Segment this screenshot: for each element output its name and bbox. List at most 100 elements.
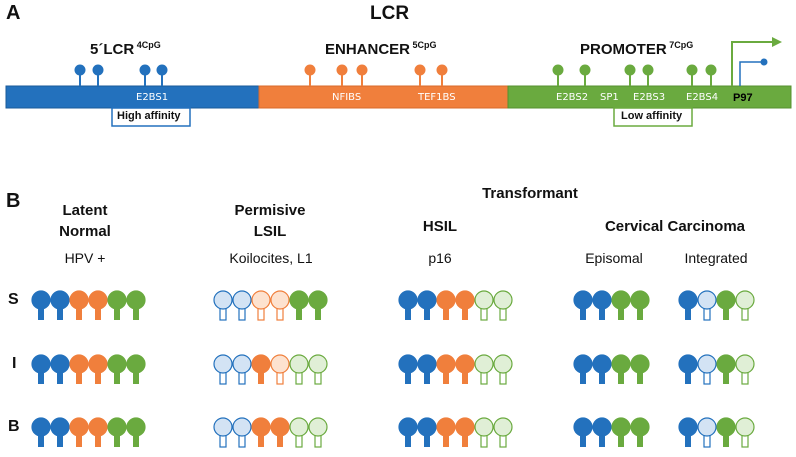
cpg-lollipop-methylated [88, 354, 108, 374]
cpg-lollipop-unmethylated [697, 290, 717, 310]
lsil-sub: Koilocites, L1 [229, 250, 313, 266]
enhancer-label: ENHANCER 5CpG [325, 40, 437, 58]
lollipop-stem [723, 427, 729, 447]
cpg-lollipop-methylated [69, 417, 89, 437]
lollipop-stem [315, 300, 321, 320]
site-nfibs: NFIBS [332, 92, 362, 103]
cpg-lollipop-unmethylated [735, 354, 755, 374]
transformant-header: Transformant [482, 185, 578, 202]
cpg-lollipop-methylated [611, 354, 631, 374]
cpg-lollipop-unmethylated [251, 290, 271, 310]
lollipop-stem [462, 300, 468, 320]
cpg-lollipop-methylated [611, 417, 631, 437]
cpg-lollipop-methylated [455, 290, 475, 310]
cpg-lollipop-unmethylated [493, 290, 513, 310]
lollipop-stem [580, 427, 586, 447]
lollipop-stem [296, 300, 302, 320]
lollipop-stem [38, 364, 44, 384]
cpg-lollipop-methylated [69, 290, 89, 310]
lollipop-stem [685, 364, 691, 384]
cpg-lollipop-methylated [251, 354, 271, 374]
lollipop-stem [685, 300, 691, 320]
lollipop-stem [405, 427, 411, 447]
cpg-lollipop-methylated [251, 417, 271, 437]
cpg-lollipop-methylated [398, 417, 418, 437]
row-label-b: B [8, 418, 20, 435]
cpg-lollipop-methylated [630, 290, 650, 310]
cpg-lollipop-unmethylated [289, 417, 309, 437]
site-e2bs4: E2BS4 [686, 92, 719, 103]
lollipop-stem [114, 364, 120, 384]
site-tef1bs: TEF1BS [418, 92, 456, 103]
latent-sub: HPV + [64, 250, 106, 266]
lollipop-stem [723, 300, 729, 320]
cpg-lollipop-methylated [107, 354, 127, 374]
cpg-lollipop-unmethylated [232, 354, 252, 374]
cpg-lollipop-methylated [678, 290, 698, 310]
lollipop-stem [258, 364, 264, 384]
methylation-lollipops [31, 290, 755, 448]
cpg-lollipop-methylated [31, 290, 51, 310]
lollipop-stem [76, 300, 82, 320]
lsil-title: Permisive LSIL [234, 202, 306, 240]
cpg-lollipop-methylated [88, 290, 108, 310]
cpg-lollipop-unmethylated [697, 417, 717, 437]
lollipop-stem [405, 364, 411, 384]
lollipop-stem [57, 364, 63, 384]
cpg-lollipop-methylated [678, 354, 698, 374]
lollipop-stem [580, 300, 586, 320]
cpg-lollipop-methylated [417, 354, 437, 374]
cpg-lollipop-methylated [436, 354, 456, 374]
cpg-sites-promoter [552, 64, 717, 86]
lollipop-stem [57, 427, 63, 447]
lollipop-stem [424, 364, 430, 384]
cpg-lollipop-methylated [417, 290, 437, 310]
cpg-lollipop-methylated [630, 354, 650, 374]
lollipop-stem [76, 364, 82, 384]
cpg-lollipop-methylated [398, 290, 418, 310]
cpg-lollipop-unmethylated [697, 354, 717, 374]
cpg-lollipop-methylated [592, 354, 612, 374]
cpg-lollipop-methylated [716, 290, 736, 310]
cpg-lollipop-unmethylated [213, 354, 233, 374]
lollipop-stem [38, 300, 44, 320]
hsil-sub: p16 [428, 250, 452, 266]
cpg-lollipop-methylated [417, 417, 437, 437]
cpg-lollipop-methylated [126, 417, 146, 437]
cpg-lollipop-unmethylated [213, 417, 233, 437]
hsil-title: HSIL [422, 218, 458, 235]
cpg-lollipop-unmethylated [735, 417, 755, 437]
cpg-lollipop-methylated [573, 417, 593, 437]
cpg-lollipop-methylated [50, 290, 70, 310]
lollipop-stem [599, 300, 605, 320]
lollipop-stem [599, 427, 605, 447]
panel-a-letter: A [6, 2, 21, 24]
lollipop-stem [114, 300, 120, 320]
cpg-lollipop-methylated [436, 290, 456, 310]
cpg-lollipop-methylated [31, 354, 51, 374]
panel-b-letter: B [6, 190, 21, 212]
lollipop-stem [685, 427, 691, 447]
cpg-lollipop-unmethylated [270, 354, 290, 374]
cpg-lollipop-methylated [50, 417, 70, 437]
lcr5-label: 5´LCR 4CpG [90, 40, 161, 58]
lcr-title: LCR [370, 3, 410, 24]
lollipop-stem [618, 300, 624, 320]
cc-episomal: Episomal [585, 250, 643, 266]
lollipop-stem [405, 300, 411, 320]
lollipop-stem [618, 364, 624, 384]
promoter-label: PROMOTER 7CpG [580, 40, 694, 58]
site-e2bs3: E2BS3 [633, 92, 666, 103]
cpg-lollipop-methylated [678, 417, 698, 437]
cpg-lollipop-methylated [592, 290, 612, 310]
cpg-lollipop-methylated [716, 417, 736, 437]
cpg-lollipop-unmethylated [270, 290, 290, 310]
low-affinity-label: Low affinity [621, 110, 683, 122]
lollipop-stem [133, 427, 139, 447]
lollipop-stem [95, 427, 101, 447]
p97-label: P97 [733, 92, 753, 104]
lollipop-stem [637, 364, 643, 384]
cpg-lollipop-unmethylated [213, 290, 233, 310]
cpg-lollipop-methylated [455, 417, 475, 437]
lollipop-stem [462, 427, 468, 447]
